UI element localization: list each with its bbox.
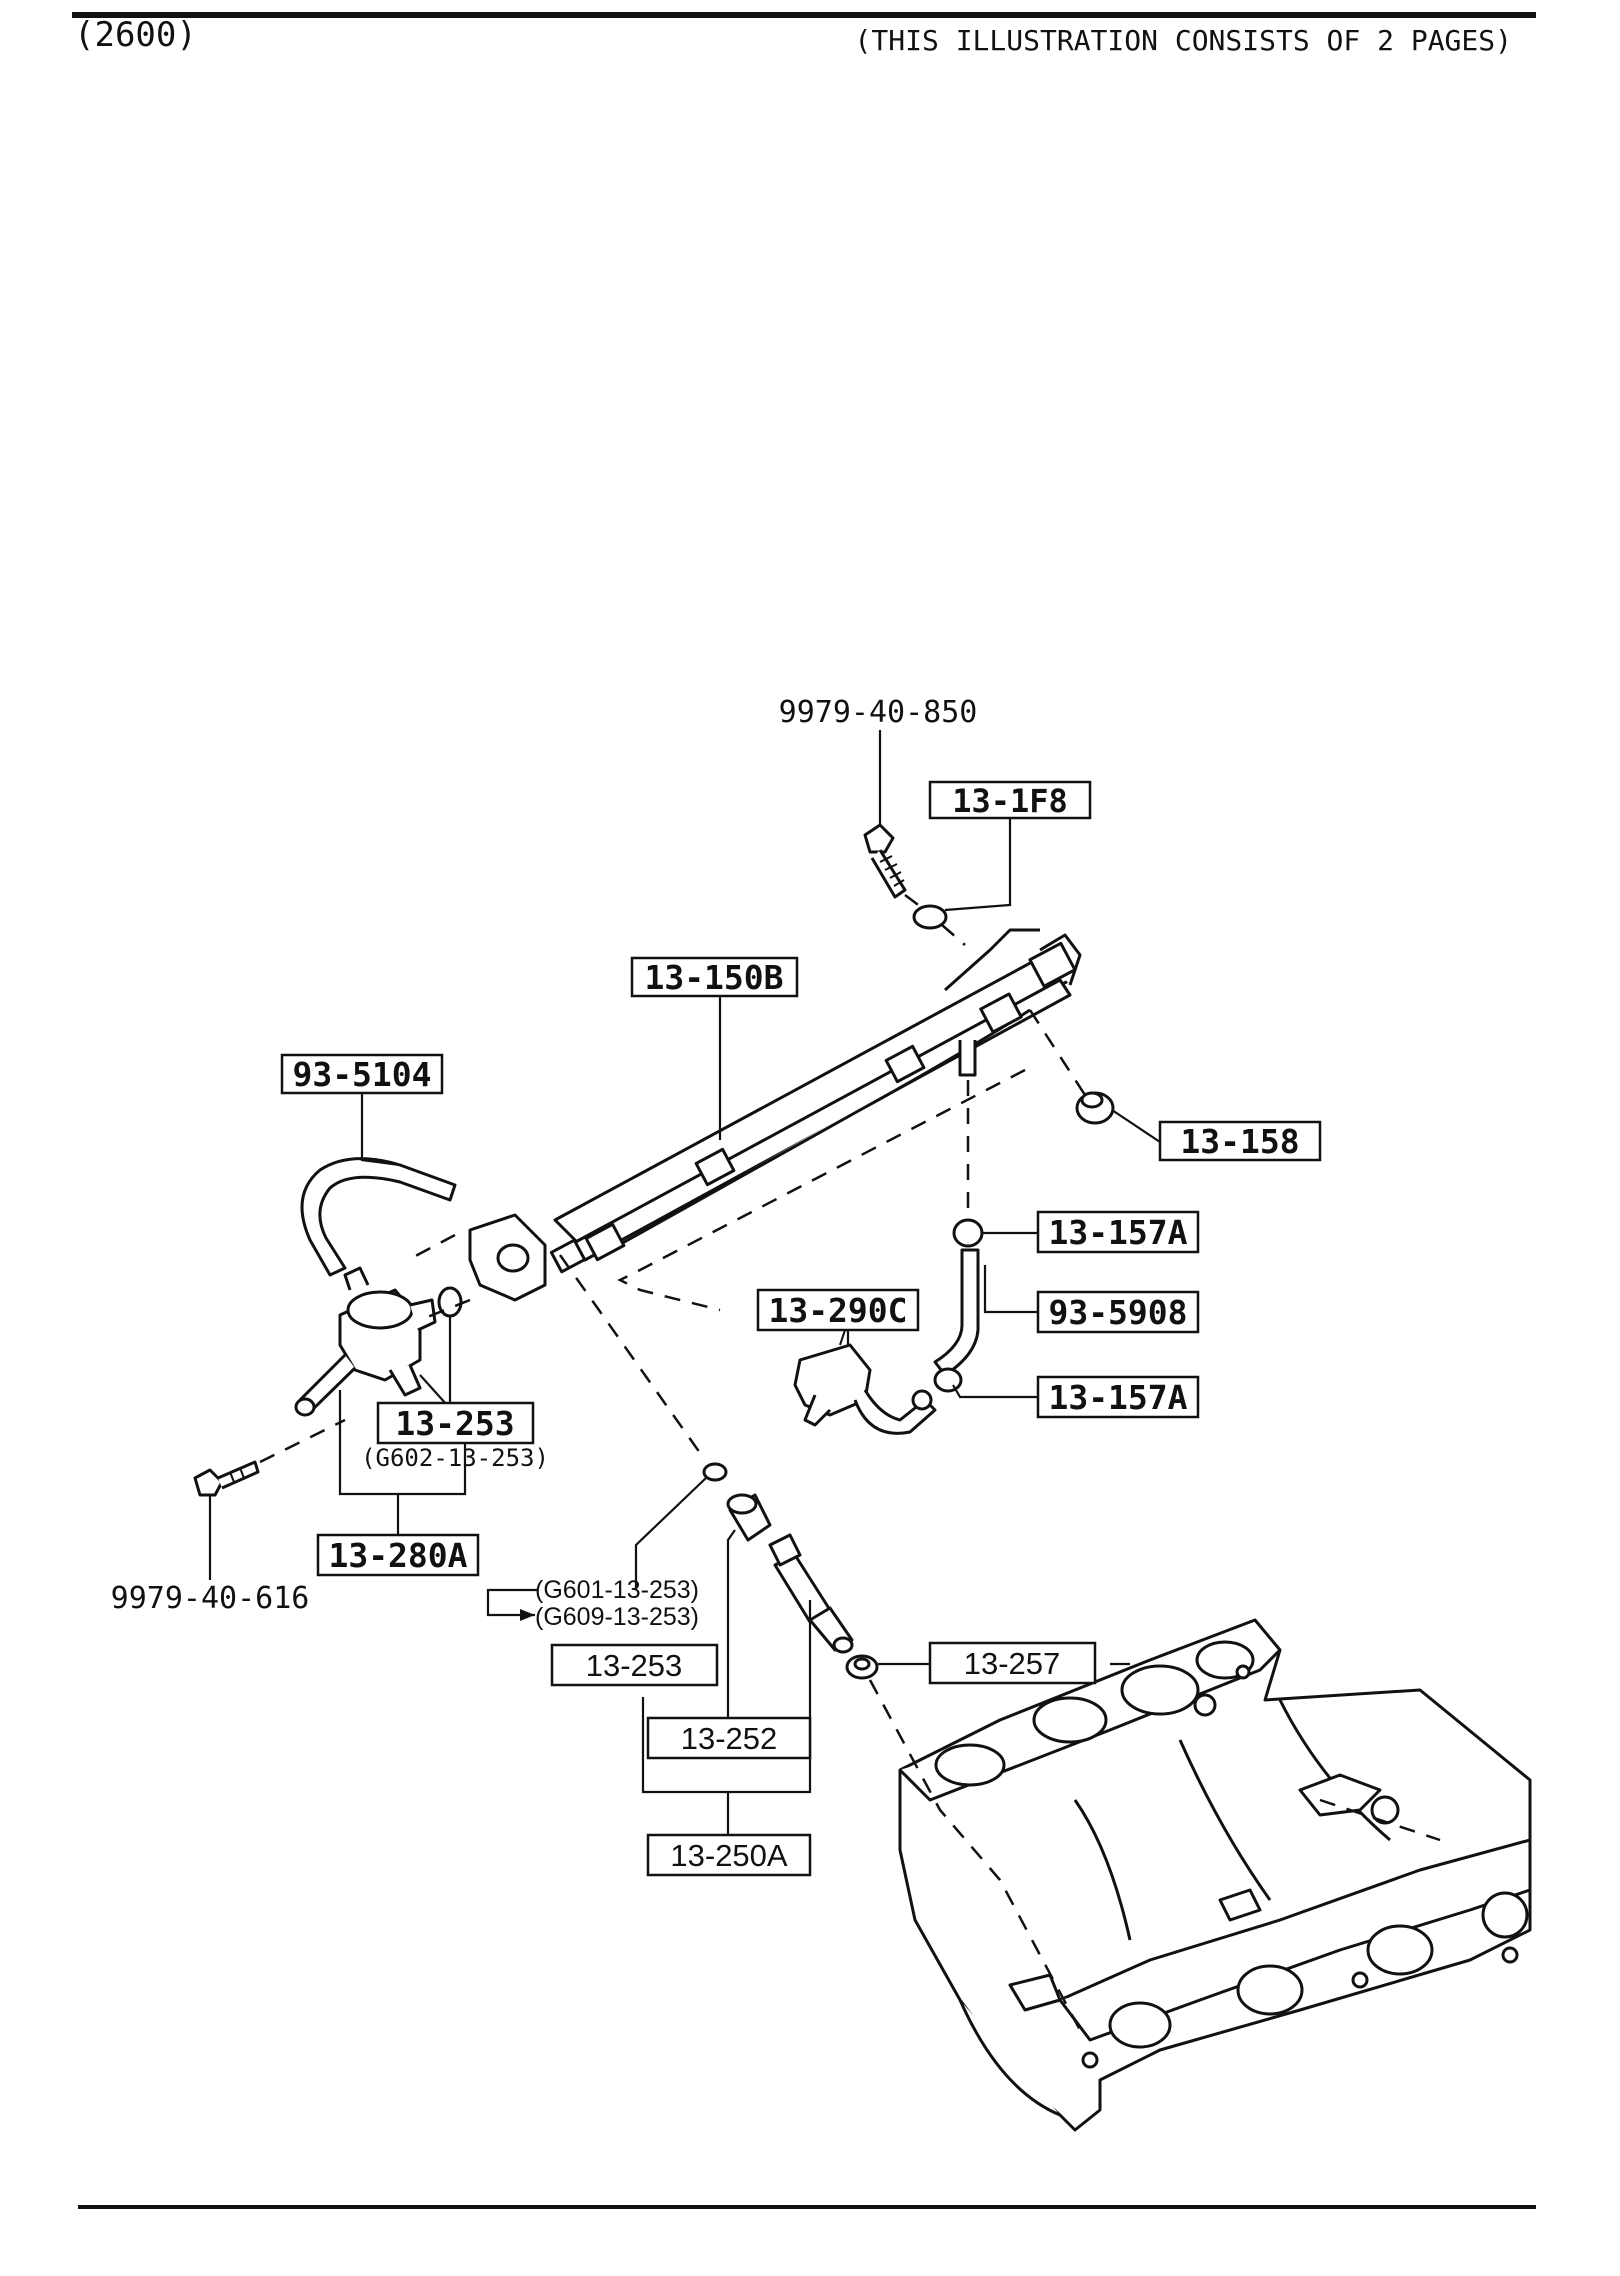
label-clamp-upper: 13-157A — [1048, 1213, 1187, 1252]
label-cap: 13-158 — [1180, 1122, 1299, 1161]
label-washer-top: 13-1F8 — [952, 782, 1068, 820]
header-note: (THIS ILLUSTRATION CONSISTS OF 2 PAGES) — [855, 24, 1512, 57]
label-box-oring-regulator — [376, 1401, 535, 1445]
label-valve: 13-290C — [768, 1291, 907, 1330]
intake-manifold-drawing — [898, 1618, 1532, 2132]
bolt-top-drawing — [863, 823, 907, 899]
label-oring-injector: 13-253 — [586, 1648, 683, 1683]
label-box-hose-right — [1036, 1290, 1200, 1334]
label-oring-injector-alt1: (G601-13-253) — [535, 1576, 699, 1604]
fuel-rail-drawing — [468, 928, 1082, 1302]
clamp-lower-drawing — [933, 1367, 963, 1393]
label-oring-regulator: 13-253 — [395, 1404, 514, 1443]
label-box-cushion — [646, 1716, 812, 1760]
washer-drawing — [912, 904, 948, 930]
oring-injector-drawing — [702, 1462, 728, 1482]
label-injector-assy: 13-250A — [670, 1838, 788, 1873]
label-cushion: 13-252 — [681, 1721, 778, 1756]
oring-regulator-drawing — [437, 1286, 463, 1318]
cap-drawing — [1075, 1091, 1115, 1125]
label-oring-injector-alt2: (G609-13-253) — [535, 1603, 699, 1631]
label-box-hose-left — [280, 1053, 444, 1095]
bolt-left-drawing — [193, 1460, 260, 1497]
label-insulator: 13-257 — [964, 1646, 1061, 1681]
label-oring-regulator-alt: (G602-13-253) — [361, 1444, 549, 1472]
label-box-insulator — [928, 1641, 1097, 1685]
label-box-cap — [1158, 1120, 1322, 1162]
header-code: (2600) — [74, 15, 197, 55]
label-box-clamp-upper — [1036, 1210, 1200, 1254]
label-hose-right: 93-5908 — [1048, 1293, 1187, 1332]
label-box-washer-top — [928, 780, 1092, 820]
assembly-dashed-lines — [259, 894, 1441, 2031]
cushion-drawing — [726, 1493, 772, 1542]
label-regulator-assy: 13-280A — [328, 1536, 467, 1575]
label-bolt-left: 9979-40-616 — [111, 1581, 310, 1616]
label-clamp-lower: 13-157A — [1048, 1378, 1187, 1417]
label-box-clamp-lower — [1036, 1375, 1200, 1419]
label-box-injector-assy — [646, 1833, 812, 1877]
label-box-valve — [756, 1288, 920, 1332]
hose-right-drawing — [933, 1248, 980, 1377]
injector-drawing — [768, 1533, 854, 1654]
label-box-regulator-assy — [316, 1533, 480, 1577]
label-box-fuel-rail — [630, 956, 799, 998]
valve-drawing — [793, 1329, 937, 1435]
label-box-oring-injector — [550, 1643, 719, 1687]
hose-left-drawing — [300, 1157, 457, 1277]
label-fuel-rail: 13-150B — [644, 958, 783, 997]
clamp-upper-drawing — [952, 1218, 984, 1248]
label-hose-left: 93-5104 — [292, 1055, 431, 1094]
insulator-drawing — [845, 1654, 879, 1680]
label-bolt-top: 9979-40-850 — [779, 695, 978, 730]
pressure-regulator-drawing — [294, 1266, 437, 1417]
